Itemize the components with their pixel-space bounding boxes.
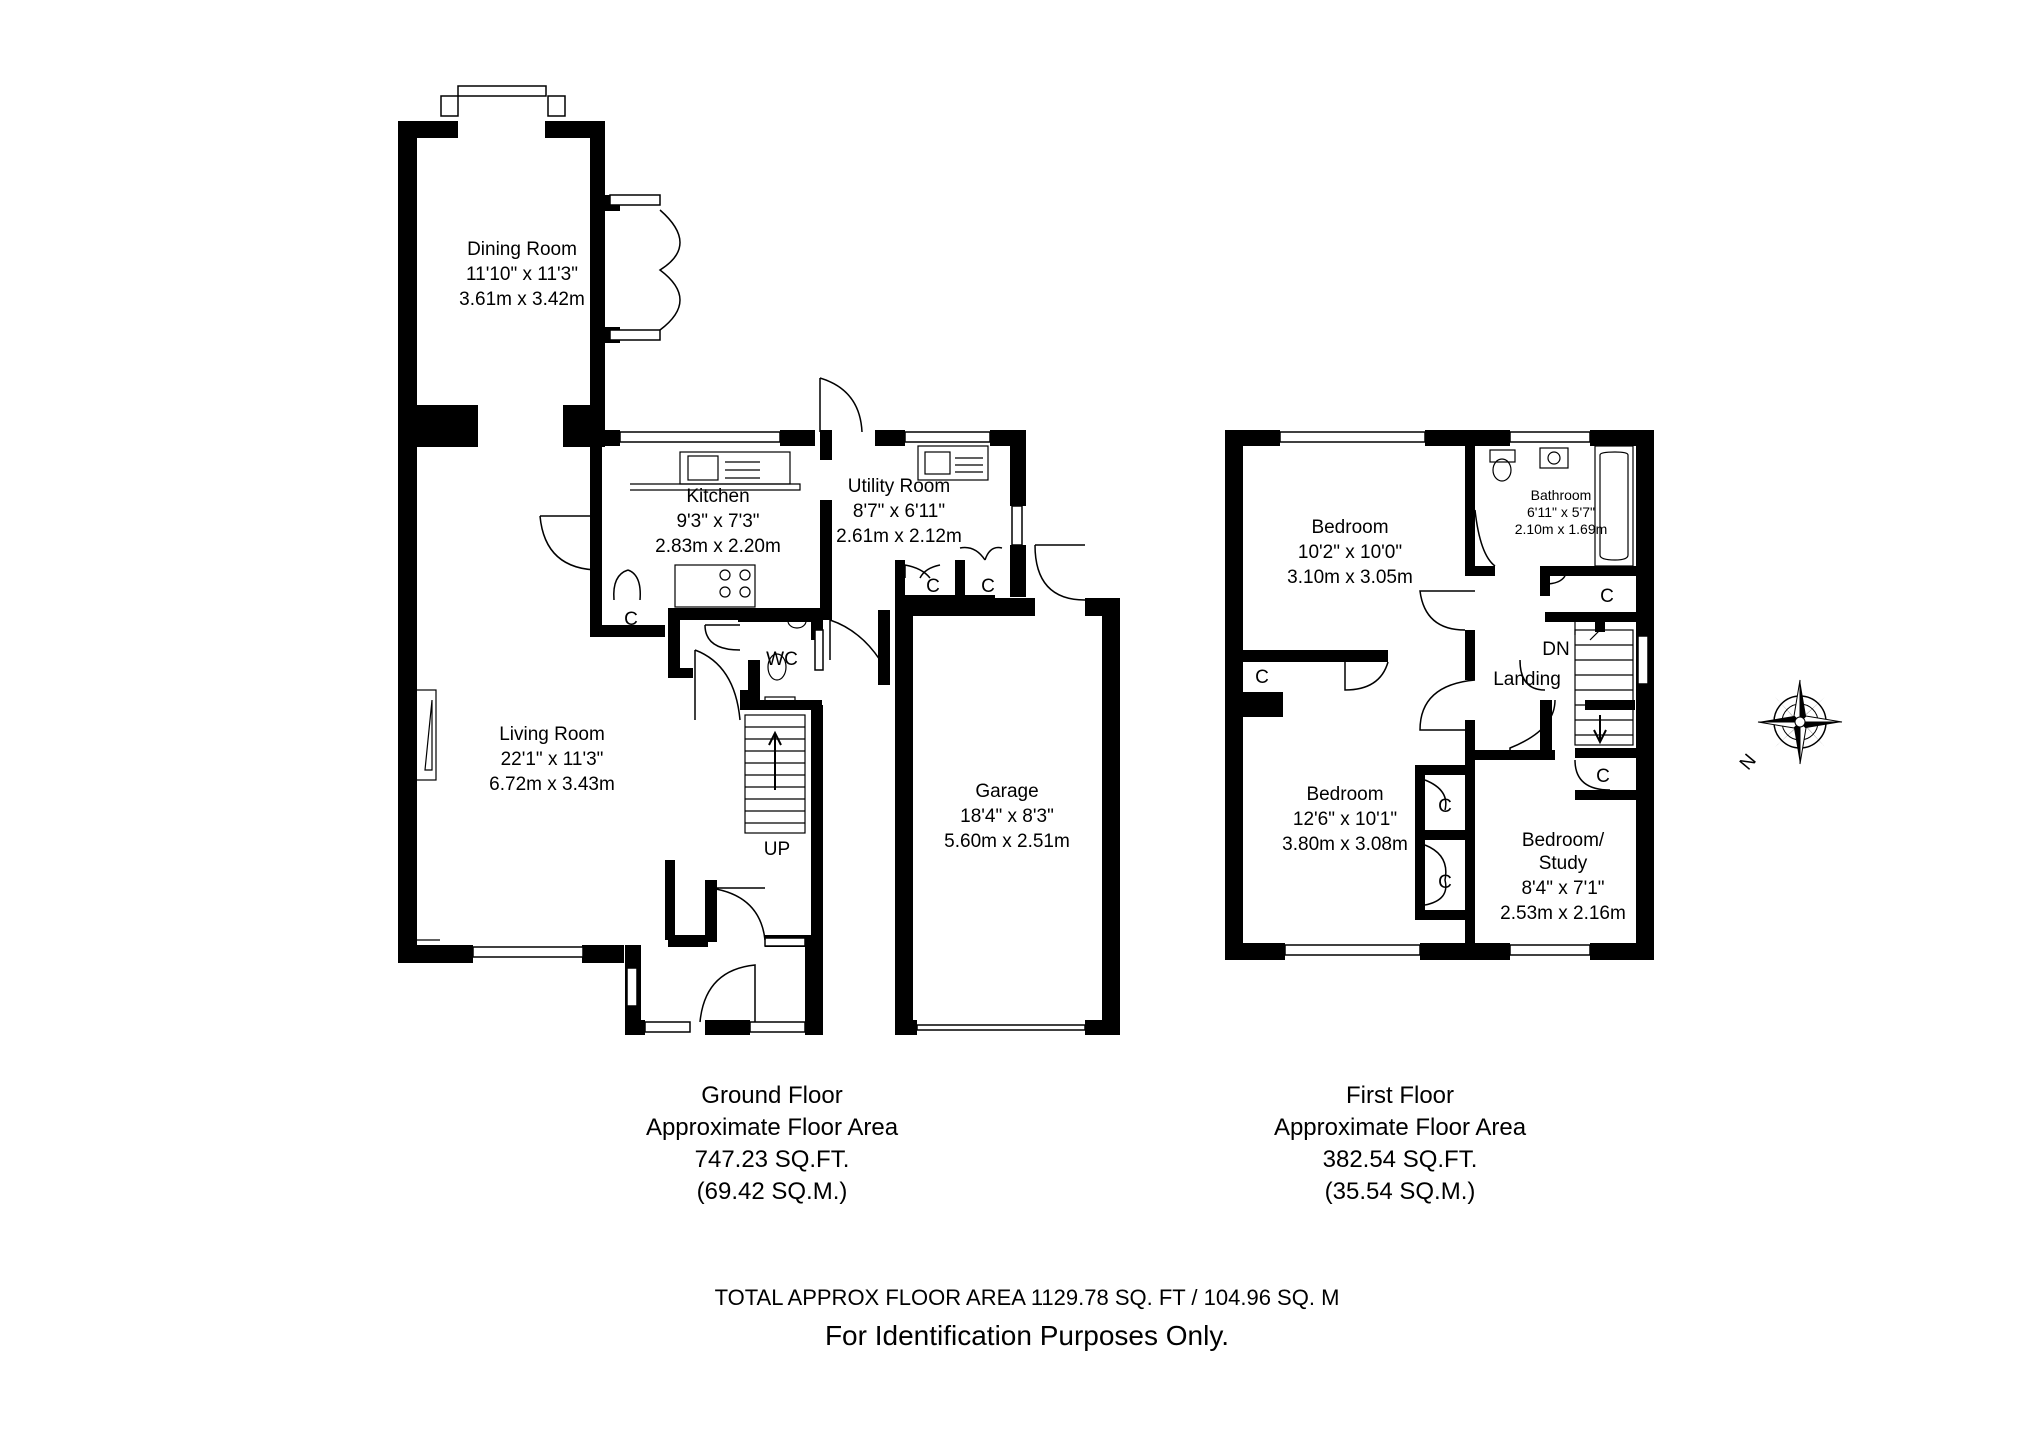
ground-floor-stairs: [744, 714, 806, 834]
wardrobe-1-label: C: [1438, 796, 1452, 817]
ground-floor-windows: [440, 85, 1086, 1033]
ground-floor-fixtures: [413, 445, 989, 941]
first-floor-doors: [1344, 509, 1611, 906]
ground-floor-walls: [398, 121, 1120, 1035]
ground-floor-caption: Ground Floor Approximate Floor Area 747.…: [646, 1082, 899, 1205]
stairs-up-label: UP: [764, 839, 790, 860]
living-room-imperial: 22'1" x 11'3": [501, 749, 604, 770]
bedroom-2-imperial: 12'6" x 10'1": [1293, 809, 1397, 830]
ground-floor-sqft: 747.23 SQ.FT.: [695, 1146, 850, 1173]
stairs-down-label: DN: [1542, 639, 1569, 660]
first-floor-windows: [1279, 431, 1649, 956]
bedroom-1-imperial: 10'2" x 10'0": [1298, 542, 1402, 563]
study-name-line2: Study: [1539, 853, 1588, 874]
wardrobe-2-label: C: [1438, 872, 1452, 893]
kitchen-metric: 2.83m x 2.20m: [655, 536, 781, 557]
total-floor-area: TOTAL APPROX FLOOR AREA 1129.78 SQ. FT /…: [715, 1285, 1340, 1310]
first-floor-labels: Bedroom 10'2" x 10'0" 3.10m x 3.05m Bath…: [1255, 487, 1626, 924]
wc-label: WC: [766, 649, 798, 670]
bedroom-1-name: Bedroom: [1311, 517, 1388, 538]
study-metric: 2.53m x 2.16m: [1500, 903, 1626, 924]
living-room-metric: 6.72m x 3.43m: [489, 774, 615, 795]
dining-room-name: Dining Room: [467, 239, 577, 260]
first-floor-sqft: 382.54 SQ.FT.: [1323, 1146, 1478, 1173]
utility-room-imperial: 8'7" x 6'11": [853, 501, 945, 522]
first-floor-walls: [1225, 430, 1654, 960]
bedroom-1-metric: 3.10m x 3.05m: [1287, 567, 1413, 588]
study-cupboard-label: C: [1596, 766, 1610, 787]
study-name: Bedroom/: [1522, 830, 1605, 851]
first-floor-sqm: (35.54 SQ.M.): [1325, 1178, 1476, 1205]
compass-north-label: N: [1736, 750, 1761, 774]
dining-room-metric: 3.61m x 3.42m: [459, 289, 585, 310]
ground-floor-sqm: (69.42 SQ.M.): [697, 1178, 848, 1205]
kitchen-cupboard-label: C: [624, 609, 638, 630]
bathroom-imperial: 6'11" x 5'7": [1527, 504, 1595, 520]
bathroom-cupboard-label: C: [1600, 586, 1614, 607]
living-room-name: Living Room: [499, 724, 605, 745]
bedroom-2-name: Bedroom: [1306, 784, 1383, 805]
ground-floor-labels: Dining Room 11'10" x 11'3" 3.61m x 3.42m…: [459, 239, 1070, 860]
bathroom-metric: 2.10m x 1.69m: [1515, 521, 1608, 537]
garage-name: Garage: [975, 781, 1038, 802]
garage-imperial: 18'4" x 8'3": [960, 806, 1054, 827]
first-floor-title: First Floor: [1346, 1082, 1454, 1109]
kitchen-imperial: 9'3" x 7'3": [676, 511, 759, 532]
bedroom-2-metric: 3.80m x 3.08m: [1282, 834, 1408, 855]
utility-cupboard-1-label: C: [926, 576, 940, 597]
bedroom-1-cupboard-label: C: [1255, 667, 1269, 688]
first-floor-fixtures: [1489, 445, 1634, 746]
kitchen-name: Kitchen: [686, 486, 749, 507]
utility-room-metric: 2.61m x 2.12m: [836, 526, 962, 547]
ground-floor-doors: [539, 209, 1086, 1023]
identification-note: For Identification Purposes Only.: [825, 1320, 1229, 1351]
utility-room-name: Utility Room: [848, 476, 950, 497]
first-floor-caption: First Floor Approximate Floor Area 382.5…: [1274, 1082, 1527, 1205]
ground-floor-subtitle: Approximate Floor Area: [646, 1114, 899, 1141]
first-floor-subtitle: Approximate Floor Area: [1274, 1114, 1527, 1141]
utility-cupboard-2-label: C: [981, 576, 995, 597]
ground-floor-title: Ground Floor: [701, 1082, 842, 1109]
dining-room-imperial: 11'10" x 11'3": [466, 264, 578, 285]
compass-rose: [1757, 679, 1843, 765]
landing-label: Landing: [1493, 669, 1561, 690]
garage-metric: 5.60m x 2.51m: [944, 831, 1070, 852]
bathroom-name: Bathroom: [1531, 487, 1592, 503]
study-imperial: 8'4" x 7'1": [1521, 878, 1604, 899]
